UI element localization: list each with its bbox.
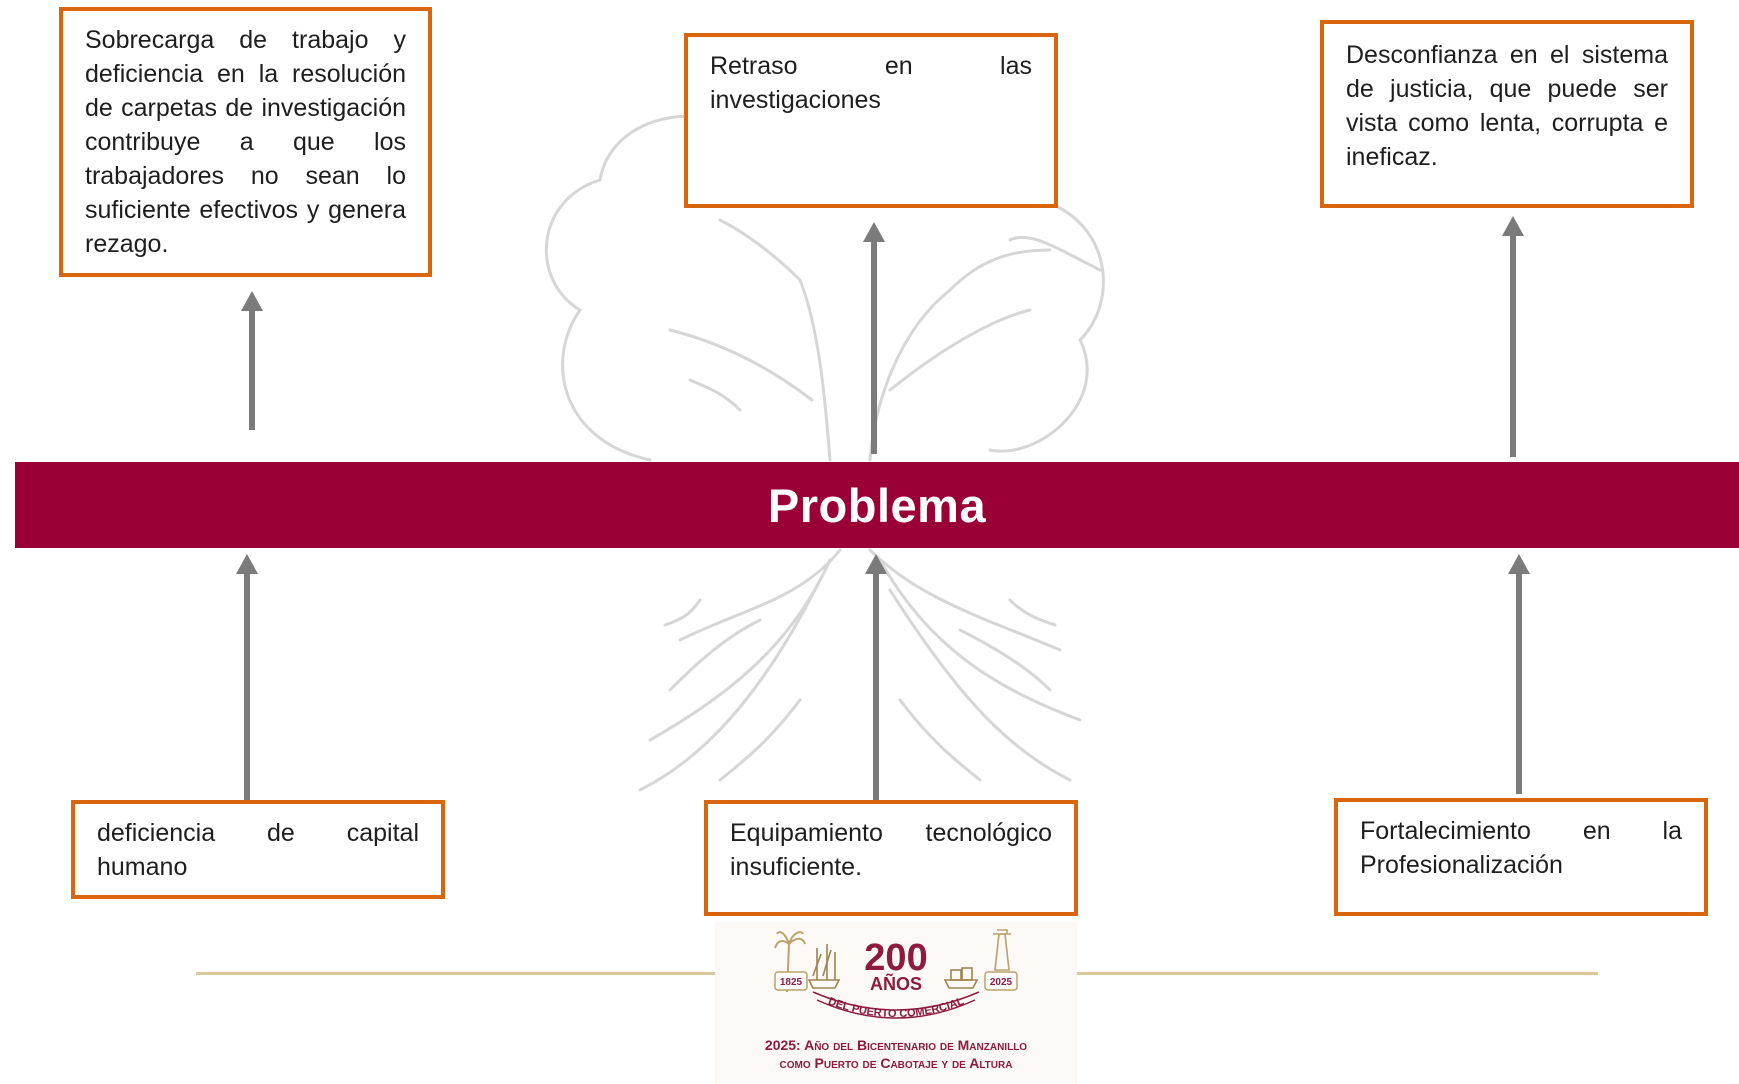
problem-banner: Problema bbox=[15, 462, 1739, 548]
logo-year-start: 1825 bbox=[780, 977, 803, 988]
effect-box-1: Sobrecarga de trabajo y deficiencia en l… bbox=[59, 7, 432, 277]
logo-year-end: 2025 bbox=[990, 977, 1013, 988]
arrow-up-cause-2 bbox=[865, 554, 887, 800]
effect-text-3: Desconfianza en el sistema de justicia, … bbox=[1346, 41, 1668, 171]
arrow-up-effect-2 bbox=[863, 222, 885, 454]
footer-line-right bbox=[1038, 972, 1598, 975]
cause-box-2: Equipamiento tecnológico insuficiente. bbox=[704, 800, 1078, 916]
logo-word: AÑOS bbox=[870, 973, 922, 994]
logo-number: 200 bbox=[864, 937, 927, 979]
effect-box-3: Desconfianza en el sistema de justicia, … bbox=[1320, 20, 1694, 208]
cause-text-3: Fortalecimiento en la Profesionalización bbox=[1360, 817, 1682, 879]
footer-line-1: 2025: Año del Bicentenario de Manzanillo bbox=[764, 1037, 1028, 1053]
footer-logo-background bbox=[715, 922, 1077, 1084]
footer-line-left bbox=[196, 972, 755, 975]
cause-box-1: deficiencia de capital humano bbox=[71, 800, 445, 899]
ship-icon bbox=[807, 944, 841, 989]
arrow-up-effect-1 bbox=[241, 291, 263, 430]
problem-title: Problema bbox=[767, 478, 987, 532]
logo-arc-text: DEL PUERTO COMERCIAL bbox=[827, 995, 966, 1020]
cause-text-1: deficiencia de capital humano bbox=[97, 819, 419, 881]
year-badge-right: 2025 bbox=[984, 971, 1018, 991]
effect-text-2: Retraso en las investigaciones bbox=[710, 52, 1032, 114]
arrow-up-effect-3 bbox=[1502, 216, 1524, 457]
effect-box-2: Retraso en las investigaciones bbox=[684, 33, 1058, 208]
arrow-up-cause-1 bbox=[236, 554, 258, 800]
footer-line-2: como Puerto de Cabotaje y de Altura bbox=[779, 1055, 1013, 1071]
cause-text-2: Equipamiento tecnológico insuficiente. bbox=[730, 819, 1052, 881]
effect-text-1: Sobrecarga de trabajo y deficiencia en l… bbox=[85, 26, 406, 258]
cause-box-3: Fortalecimiento en la Profesionalización bbox=[1334, 798, 1708, 916]
lighthouse-icon bbox=[993, 929, 1011, 971]
year-badge-left: 1825 bbox=[774, 971, 808, 991]
cargo-ship-icon bbox=[943, 967, 979, 989]
arrow-up-cause-3 bbox=[1508, 554, 1530, 794]
bicentennial-logo: 200 1825 2025 AÑOS DEL PUERTO COMERCIAL bbox=[774, 929, 1018, 1020]
